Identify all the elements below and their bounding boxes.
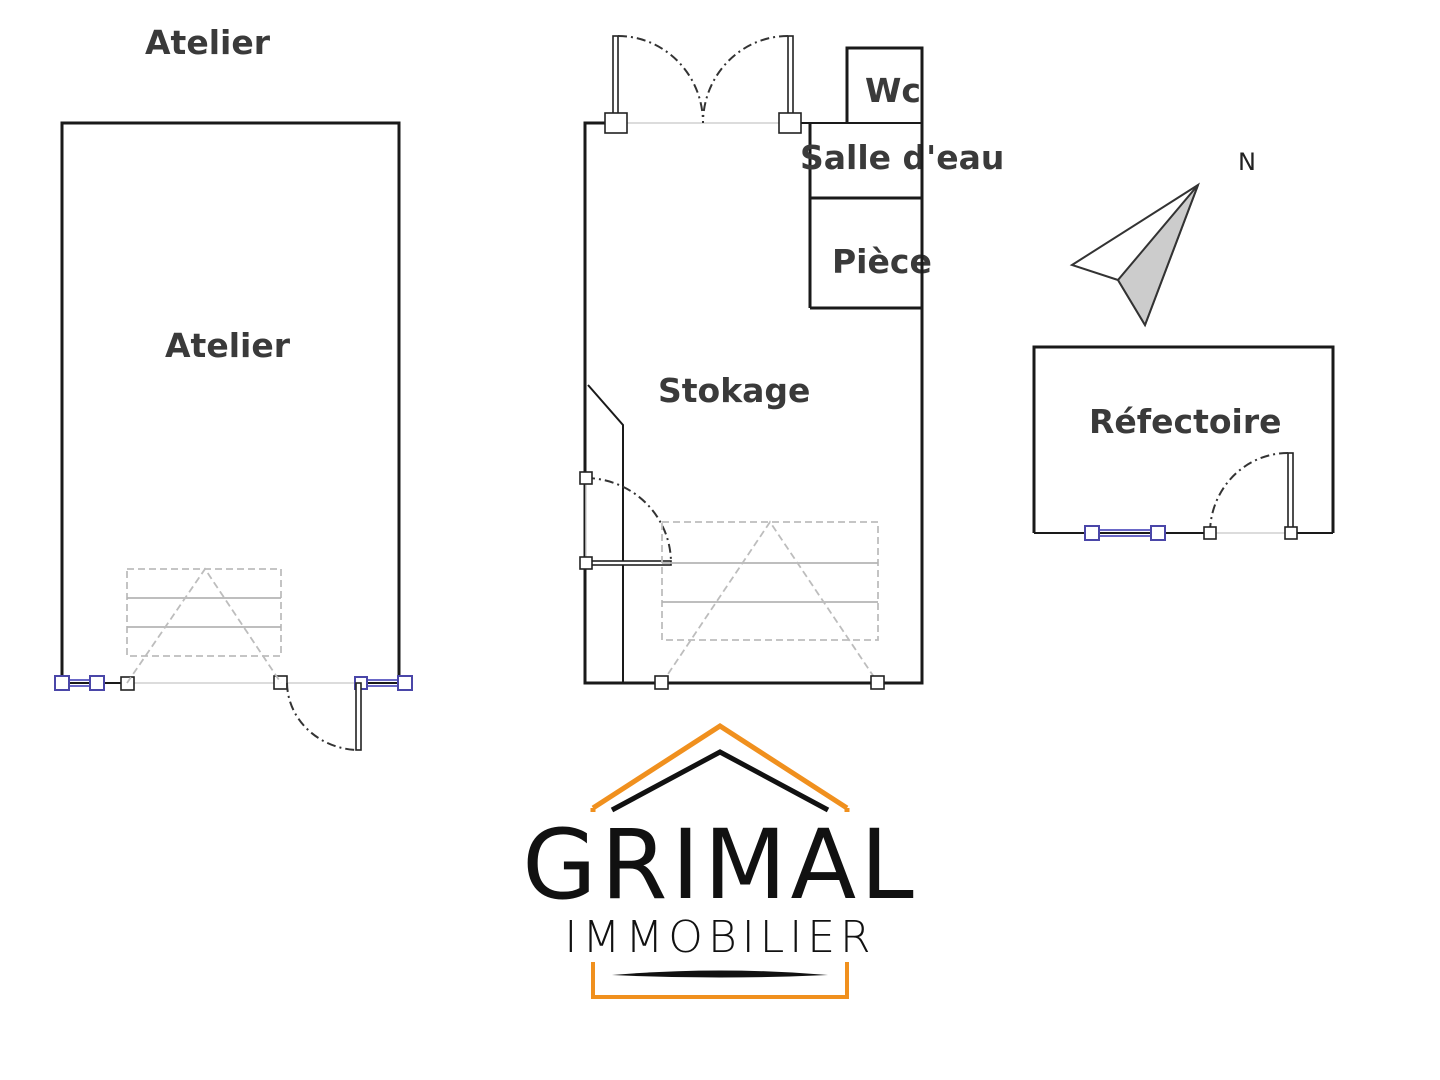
salle-eau-label: Salle d'eau — [800, 138, 1004, 177]
atelier-label: Atelier — [165, 326, 291, 365]
wc-label: Wc — [865, 71, 921, 110]
grimal-logo: GRIMAL IMMOBILIER — [522, 723, 917, 999]
refectoire-room: Réfectoire — [1032, 345, 1335, 541]
stokage-room: Stokage Wc Salle d'eau Pièce — [579, 35, 1004, 690]
stokage-stairs — [654, 520, 885, 690]
stokage-label: Stokage — [658, 371, 810, 410]
refectoire-window — [1084, 525, 1166, 541]
plan-title: Atelier — [145, 23, 271, 62]
north-arrow-icon: N — [1069, 148, 1256, 328]
atelier-stairs — [126, 567, 282, 684]
atelier-room: Atelier — [54, 121, 413, 751]
stokage-inner-door — [579, 471, 672, 570]
logo-name: GRIMAL — [522, 809, 917, 921]
atelier-window-left — [54, 675, 135, 691]
piece-label: Pièce — [832, 242, 932, 281]
refectoire-door — [1203, 452, 1298, 540]
logo-tagline: IMMOBILIER — [564, 912, 875, 963]
north-label: N — [1238, 148, 1256, 176]
refectoire-label: Réfectoire — [1089, 402, 1282, 441]
stokage-double-door — [604, 35, 802, 134]
atelier-door — [273, 675, 362, 751]
